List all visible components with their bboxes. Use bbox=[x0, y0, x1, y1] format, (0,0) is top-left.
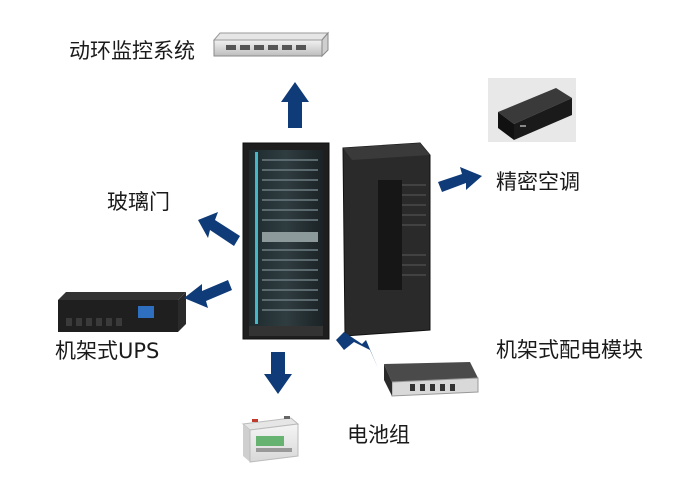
arrow-down bbox=[264, 352, 292, 394]
arrow-right-ac bbox=[438, 167, 482, 192]
label-precision-ac: 精密空调 bbox=[496, 170, 580, 194]
label-rack-pdu: 机架式配电模块 bbox=[496, 338, 643, 362]
arrow-glass-door bbox=[198, 212, 240, 246]
ac-unit-icon bbox=[488, 78, 576, 142]
connection-arrows bbox=[184, 82, 482, 394]
cabinet-back bbox=[342, 142, 431, 337]
battery-icon bbox=[241, 416, 300, 463]
arrow-up bbox=[281, 82, 309, 128]
ups-icon bbox=[58, 292, 186, 332]
label-battery: 电池组 bbox=[347, 423, 410, 447]
monitor-server-icon bbox=[212, 31, 330, 58]
label-monitoring-system: 动环监控系统 bbox=[69, 39, 195, 63]
arrow-pdu bbox=[336, 332, 378, 368]
cabinet-front bbox=[242, 142, 330, 340]
label-rack-ups: 机架式UPS bbox=[55, 339, 160, 363]
arrow-ups bbox=[184, 280, 232, 308]
label-glass-door: 玻璃门 bbox=[107, 190, 170, 214]
pdu-icon bbox=[384, 362, 479, 397]
